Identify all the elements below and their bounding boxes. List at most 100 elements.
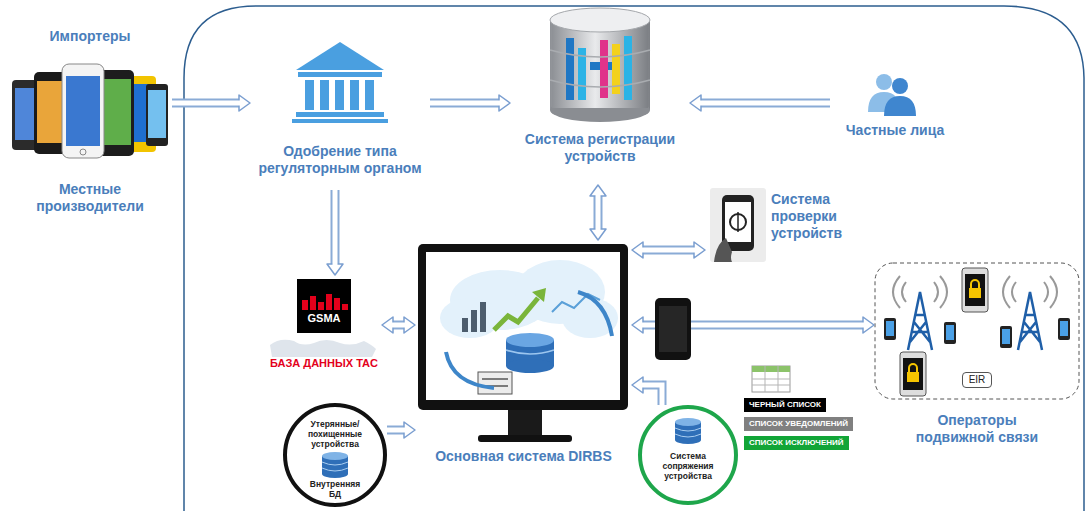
flow-arrow — [387, 428, 406, 433]
building-icon — [320, 80, 329, 110]
source-group: ИмпортерыМестные производители — [8, 28, 172, 215]
circle-outline — [285, 405, 385, 505]
monitor-picture — [478, 372, 512, 394]
operators-picture — [900, 352, 926, 396]
gsma-logo — [318, 302, 324, 310]
node-label: Внутренняя БД — [309, 479, 361, 499]
operators-picture — [969, 288, 981, 298]
approval-node: Одобрение типа регуляторным органом — [250, 35, 430, 190]
gsma-logo — [297, 279, 351, 333]
region-outline — [184, 6, 1084, 511]
database-icon — [566, 38, 574, 100]
building-icon — [292, 42, 388, 123]
node-label: Частные лица — [846, 122, 944, 139]
phones-picture — [62, 64, 104, 158]
operators-picture — [1060, 321, 1068, 336]
flow-arrow — [382, 317, 415, 333]
database-icon — [550, 20, 650, 110]
db-icon — [322, 452, 348, 460]
node-label: Одобрение типа регуляторным органом — [250, 143, 430, 177]
tac-node: GSMAБАЗА ДАННЫХ TAC — [266, 275, 382, 378]
core-node: Основная система DIRBS — [415, 240, 632, 470]
monitor-picture — [426, 252, 620, 400]
database-icon — [552, 20, 648, 108]
operators-picture — [1058, 318, 1070, 340]
flow-arrow — [430, 95, 510, 111]
operators-picture — [1002, 329, 1010, 344]
db-icon — [675, 428, 701, 437]
monitor-picture — [418, 244, 628, 410]
list-tag: ЧЕРНЫЙ СПИСОК — [744, 398, 826, 412]
payment-phone-icon — [714, 238, 732, 262]
list-tag: СПИСОК ИСКЛЮЧЕНИЙ — [744, 436, 849, 450]
monitor-picture — [462, 318, 468, 332]
node-label: Основная система DIRBS — [435, 448, 612, 465]
monitor-picture — [532, 288, 546, 302]
monitor-picture — [552, 294, 600, 312]
db-icon — [675, 418, 701, 444]
flow-arrow — [632, 242, 705, 258]
monitor-picture — [506, 359, 554, 373]
circle-outline — [640, 407, 736, 503]
database-icon — [550, 50, 650, 87]
node-label: Система регистрации устройств — [510, 131, 690, 165]
sheet-icon — [752, 366, 790, 392]
pairing-node: Система сопряжения устройства — [638, 405, 738, 505]
gsma-logo — [342, 304, 348, 310]
operators-picture — [908, 292, 932, 350]
building-icon — [350, 80, 359, 110]
database-icon — [550, 8, 650, 32]
monitor-picture — [440, 298, 500, 338]
db-icon — [675, 418, 701, 426]
gsma-logo — [334, 298, 340, 310]
phone-icon — [655, 298, 691, 360]
flow-arrow — [430, 101, 501, 106]
phones-picture — [146, 84, 168, 146]
operators-picture — [965, 274, 985, 306]
registry-node: Система регистрации устройств — [510, 3, 690, 185]
node-label: Операторы подвижной связи — [902, 412, 1052, 446]
node-label: GSMA — [308, 312, 341, 325]
database-icon — [624, 36, 632, 100]
gsma-logo — [302, 300, 308, 310]
flow-arrow — [641, 385, 662, 405]
flow-arrow — [590, 185, 606, 240]
db-icon — [322, 452, 348, 478]
building-icon — [292, 119, 388, 123]
flow-arrow — [641, 248, 696, 253]
phones-picture — [66, 76, 100, 146]
operators-picture — [886, 321, 894, 336]
stolen-db-node: Утерянные/ похищенные устройстваВнутренн… — [283, 403, 387, 507]
flow-arrow — [387, 422, 415, 438]
phone-icon — [659, 306, 687, 352]
flow-arrow — [596, 194, 601, 231]
database-icon — [550, 8, 650, 122]
node-label: СПИСОК УВЕДОМЛЕНИЙ — [749, 418, 848, 430]
list-tag: СПИСОК УВЕДОМЛЕНИЙ — [744, 417, 853, 431]
node-label: Утерянные/ похищенные устройства — [298, 419, 372, 449]
people-icon — [892, 78, 908, 94]
node-label: Местные производители — [25, 181, 155, 215]
monitor-picture — [446, 352, 494, 388]
gsma-logo — [310, 296, 316, 310]
operators-picture — [1003, 276, 1057, 308]
payment-phone-icon — [737, 212, 739, 232]
monitor-picture — [418, 244, 628, 442]
flow-arrow — [699, 101, 830, 106]
building-icon — [305, 80, 314, 110]
operators-picture — [893, 276, 947, 308]
people-icon — [868, 74, 916, 116]
building-icon — [335, 80, 344, 110]
operators-picture — [1018, 292, 1042, 350]
operators-picture — [962, 268, 988, 312]
region-outline — [184, 6, 1084, 511]
operators-picture — [944, 322, 956, 344]
operators-picture — [909, 364, 917, 372]
flow-arrow — [333, 190, 338, 266]
node-label: СПИСОК ИСКЛЮЧЕНИЙ — [749, 437, 844, 449]
node-label: Система сопряжения устройства — [651, 451, 725, 481]
flow-arrow — [327, 190, 343, 275]
payment-phone-icon — [710, 188, 766, 262]
phones-picture — [148, 90, 166, 138]
operators-picture — [907, 372, 919, 382]
